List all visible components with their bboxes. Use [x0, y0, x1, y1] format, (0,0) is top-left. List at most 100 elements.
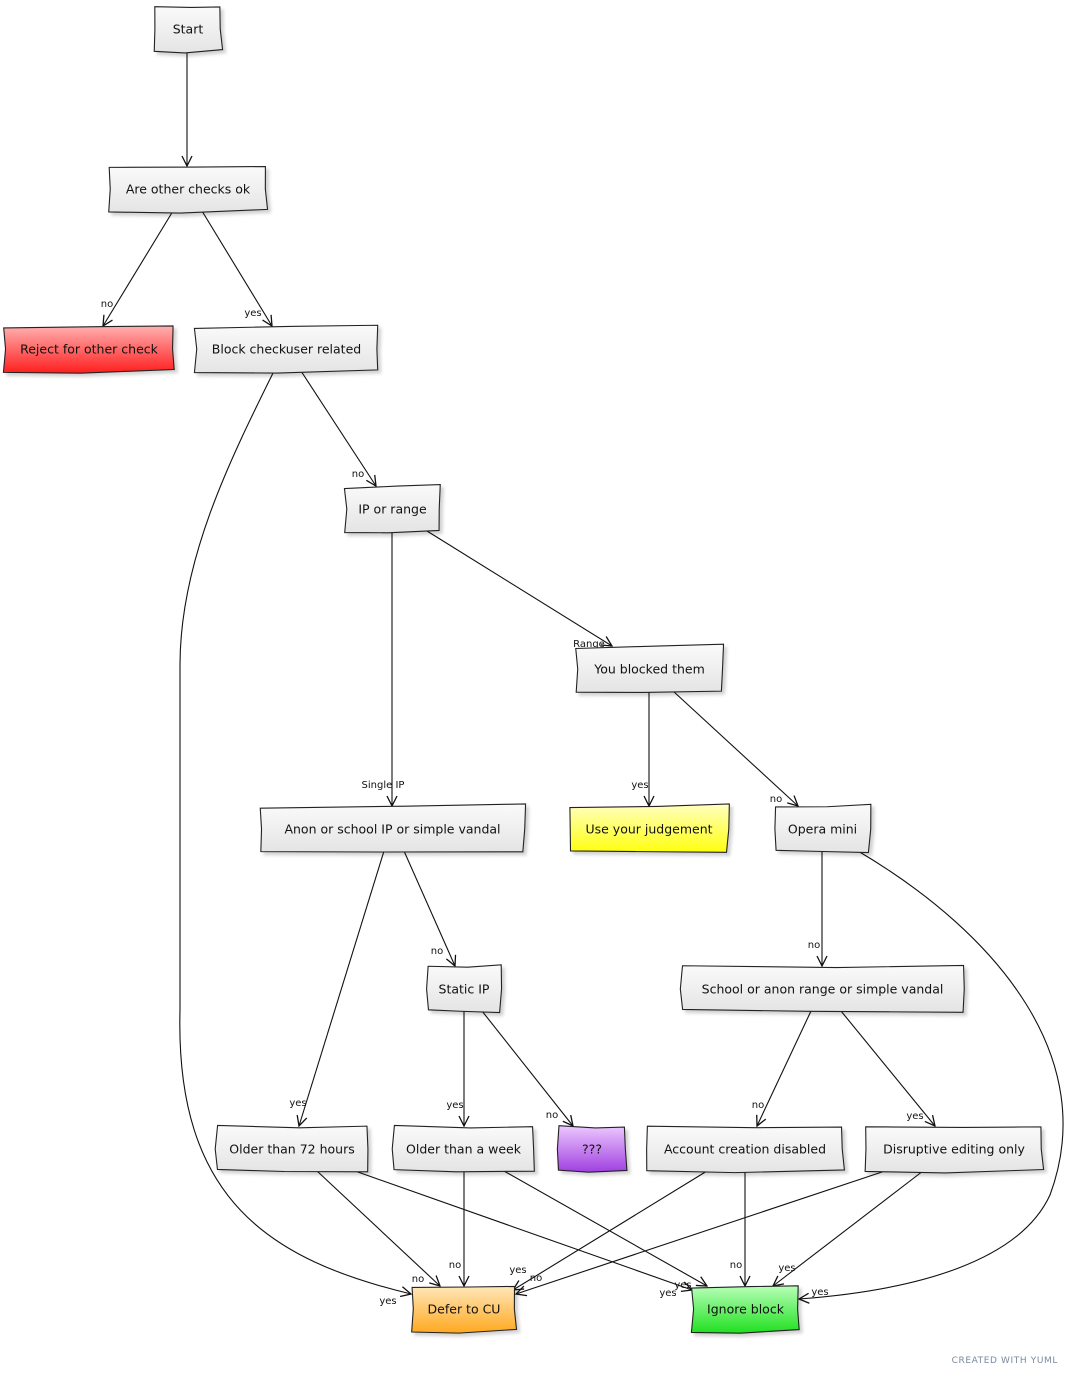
edge-label-school_range-to-acct_disabled: no — [752, 1100, 764, 1111]
edge-label-checks-to-block_cu: yes — [244, 308, 261, 319]
node-box — [343, 484, 441, 534]
node-label: Anon or school IP or simple vandal — [284, 822, 500, 837]
edge-older72-to-ignore — [354, 1170, 692, 1290]
node-ignore: Ignore block — [690, 1285, 800, 1334]
node-static-ip: Static IP — [426, 964, 503, 1014]
edge-anon_school-to-static_ip — [403, 850, 455, 966]
edge-label-blocked_them-to-judgement: yes — [631, 780, 648, 791]
node-label: Reject for other check — [20, 342, 159, 357]
edge-ip_range-to-blocked_them — [426, 530, 612, 646]
node-label: ??? — [582, 1142, 602, 1157]
edge-disruptive-to-ignore — [773, 1170, 924, 1286]
edge-label-anon_school-to-older72: yes — [289, 1098, 306, 1109]
node-label: Defer to CU — [428, 1302, 501, 1317]
edge-school_range-to-acct_disabled — [757, 1010, 812, 1126]
node-label: Older than 72 hours — [229, 1142, 354, 1157]
edge-block_cu-to-defer — [179, 370, 411, 1294]
node-blocked-them: You blocked them — [575, 643, 725, 693]
node-acct-disabled: Account creation disabled — [646, 1125, 846, 1174]
edge-label-checks-to-reject: no — [101, 299, 113, 310]
node-box — [259, 803, 527, 853]
node-box — [391, 1124, 535, 1173]
node-disruptive: Disruptive editing only — [864, 1126, 1045, 1174]
edge-school_range-to-disruptive — [840, 1010, 935, 1126]
node-box — [690, 1285, 800, 1334]
node-box — [411, 1285, 518, 1334]
node-box — [153, 6, 224, 54]
node-label: Disruptive editing only — [883, 1142, 1025, 1157]
node-label: Account creation disabled — [664, 1142, 826, 1157]
edge-label-static_ip-to-unknown: no — [546, 1110, 558, 1121]
node-checks: Are other checks ok — [108, 165, 269, 214]
edge-blocked_them-to-opera — [672, 690, 798, 806]
node-school-range: School or anon range or simple vandal — [679, 964, 965, 1013]
node-unknown: ??? — [556, 1125, 628, 1173]
edge-label-blocked_them-to-opera: no — [770, 794, 782, 805]
edge-label-school_range-to-disruptive: yes — [906, 1111, 923, 1122]
node-label: Opera mini — [788, 822, 857, 837]
edge-label-older_week-to-defer: no — [449, 1260, 461, 1271]
edge-label-block_cu-to-ip_range: no — [352, 469, 364, 480]
node-label: Start — [173, 22, 204, 37]
edge-label-opera-to-school_range: no — [808, 940, 820, 951]
node-box — [2, 325, 175, 374]
node-box — [214, 1124, 369, 1173]
node-box — [193, 324, 379, 374]
edge-older72-to-defer — [316, 1170, 440, 1286]
edge-label-opera-to-ignore: yes — [811, 1287, 828, 1298]
node-judgement: Use your judgement — [569, 803, 730, 853]
node-box — [569, 803, 730, 853]
edge-label-acct_disabled-to-defer: yes — [509, 1265, 526, 1276]
node-label: Use your judgement — [585, 822, 712, 837]
node-start: Start — [153, 6, 224, 54]
node-label: Are other checks ok — [126, 182, 251, 197]
edge-label-older72-to-defer: no — [412, 1274, 424, 1285]
edge-opera-to-ignore — [799, 850, 1064, 1299]
edge-label-static_ip-to-older_week: yes — [446, 1100, 463, 1111]
edge-checks-to-block_cu — [201, 210, 272, 326]
node-box — [108, 165, 269, 214]
edge-label-ip_range-to-blocked_them: Range — [573, 639, 605, 650]
node-box — [774, 803, 872, 854]
node-block-cu: Block checkuser related — [193, 324, 379, 374]
node-anon-school: Anon or school IP or simple vandal — [259, 803, 527, 853]
edge-label-disruptive-to-ignore: yes — [778, 1263, 795, 1274]
node-older72: Older than 72 hours — [214, 1124, 369, 1173]
node-label: Block checkuser related — [212, 342, 361, 357]
node-label: School or anon range or simple vandal — [702, 982, 944, 997]
edge-block_cu-to-ip_range — [300, 370, 376, 486]
edge-label-ip_range-to-anon_school: Single IP — [362, 780, 405, 791]
node-defer: Defer to CU — [411, 1285, 518, 1334]
node-opera: Opera mini — [774, 803, 872, 854]
node-label: You blocked them — [593, 662, 705, 677]
edge-label-disruptive-to-defer: no — [530, 1273, 542, 1284]
footer-credit: CREATED WITH YUML — [952, 1356, 1058, 1366]
node-box — [426, 964, 503, 1014]
edge-label-acct_disabled-to-ignore: no — [730, 1260, 742, 1271]
edge-label-block_cu-to-defer: yes — [379, 1296, 396, 1307]
edge-checks-to-reject — [103, 210, 174, 326]
node-box — [556, 1125, 628, 1173]
edge-label-older72-to-ignore: yes — [659, 1288, 676, 1299]
node-label: Older than a week — [406, 1142, 522, 1157]
edge-disruptive-to-defer — [516, 1170, 886, 1294]
edge-anon_school-to-older72 — [299, 850, 385, 1126]
edge-older_week-to-ignore — [503, 1170, 707, 1286]
node-label: IP or range — [358, 502, 427, 517]
edge-static_ip-to-unknown — [481, 1010, 573, 1126]
node-ip-range: IP or range — [343, 484, 441, 534]
edge-label-anon_school-to-static_ip: no — [431, 946, 443, 957]
node-box — [679, 964, 965, 1013]
node-box — [646, 1125, 846, 1174]
node-older-week: Older than a week — [391, 1124, 535, 1173]
node-reject: Reject for other check — [2, 325, 175, 374]
node-label: Ignore block — [707, 1302, 785, 1317]
edge-label-older_week-to-ignore: yes — [674, 1280, 691, 1291]
node-box — [864, 1126, 1045, 1174]
node-label: Static IP — [439, 982, 490, 997]
edge-acct_disabled-to-defer — [513, 1170, 708, 1290]
node-box — [575, 643, 725, 693]
